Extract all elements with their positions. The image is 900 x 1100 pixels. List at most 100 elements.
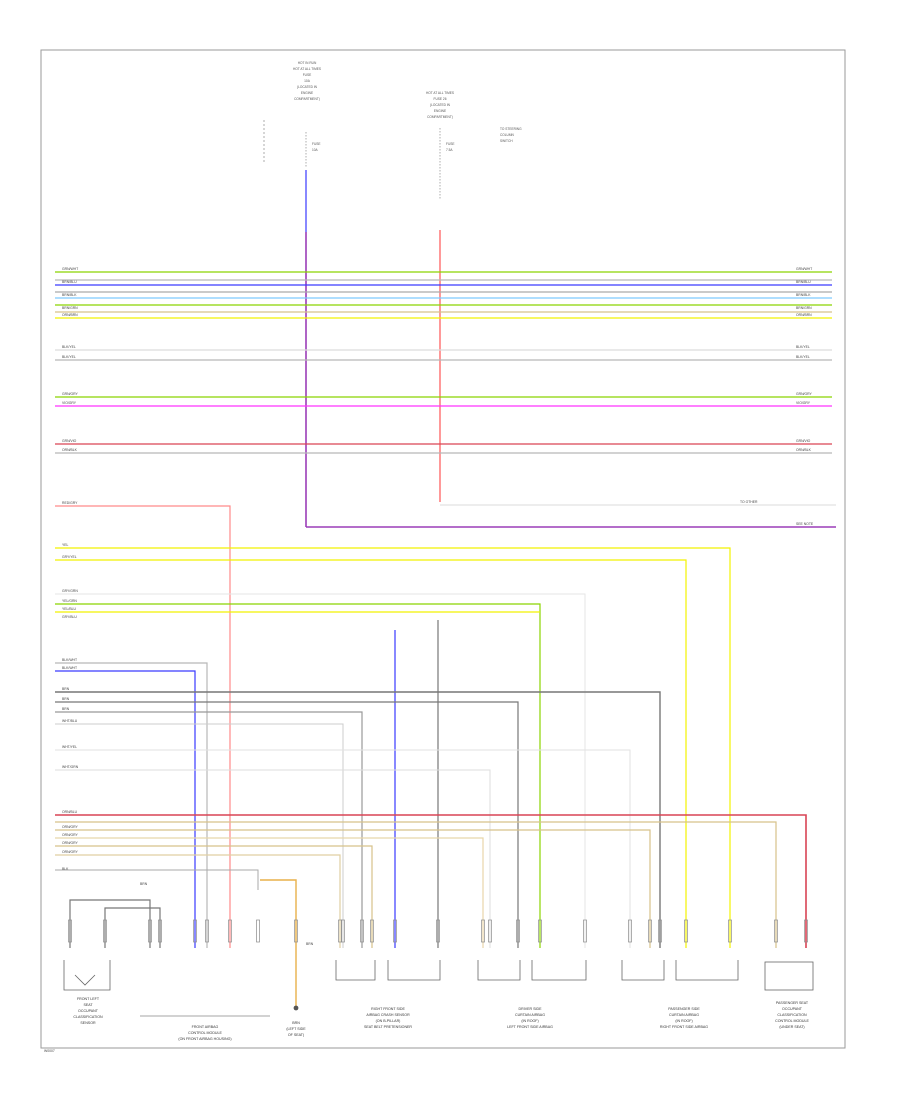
- wire-label-row19: BLK/WHT: [62, 658, 77, 662]
- fuse-note-right: TO STEERING COLUMN SWITCH: [500, 127, 522, 143]
- right-front-crash-sensor: RIGHT FRONT SIDE AIRBAG CRASH SENSOR (ON…: [335, 960, 441, 1029]
- to-other-label: TO OTHER: [740, 500, 758, 504]
- wire-label-row26: WHT/GRN: [62, 765, 79, 769]
- connector-pin: [516, 919, 520, 943]
- svg-text:OF SEAT): OF SEAT): [288, 1033, 304, 1037]
- svg-text:SEAT BELT PRETENSIONER: SEAT BELT PRETENSIONER: [364, 1025, 412, 1029]
- svg-text:SENSOR: SENSOR: [80, 1021, 96, 1025]
- wire-label-row9: VIO/GRY: [62, 401, 77, 405]
- svg-text:HOT AT ALL TIMES: HOT AT ALL TIMES: [426, 91, 454, 95]
- svg-text:7.5A: 7.5A: [446, 148, 453, 152]
- wire-label-row21: BRN: [62, 687, 70, 691]
- wire-label-row17: YEL/BLU: [62, 607, 76, 611]
- wire-label-row15: GRY/GRN: [62, 589, 78, 593]
- svg-text:RIGHT FRONT SIDE AIRBAG: RIGHT FRONT SIDE AIRBAG: [660, 1025, 708, 1029]
- svg-text:CLASSIFICATION: CLASSIFICATION: [777, 1013, 807, 1017]
- diagram-frame: [40, 49, 846, 1049]
- svg-text:COMPARTMENT): COMPARTMENT): [427, 115, 453, 119]
- svg-text:ENGINE: ENGINE: [301, 91, 313, 95]
- connector-pin: [436, 919, 440, 943]
- svg-text:10A: 10A: [304, 79, 311, 83]
- connector-pin: [684, 919, 688, 943]
- wire-label-r-row8: GRN/GRY: [796, 392, 813, 396]
- wire-label-row3: BRN/BLK: [62, 293, 77, 297]
- connector-pin: [804, 919, 808, 943]
- connector-pin: [728, 919, 732, 943]
- connector-pin: [68, 919, 72, 943]
- fuse-mid: FUSE 7.5A: [439, 128, 455, 200]
- see-note-label: SEE NOTE: [796, 522, 814, 526]
- wire-label-row11: ORN/BLK: [62, 448, 78, 452]
- svg-text:HOT IN RUN: HOT IN RUN: [298, 61, 317, 65]
- wire-label-r-row6: BLK/YEL: [796, 345, 810, 349]
- page-code: W0007: [44, 1049, 55, 1053]
- svg-text:FUSE: FUSE: [303, 73, 312, 77]
- connector-pin: [658, 919, 662, 943]
- wire-label-row31: ORN/GRY: [62, 850, 79, 854]
- wire-label-row4: BRN/GRN: [62, 306, 78, 310]
- connector-pin: [393, 919, 397, 943]
- svg-text:(UNDER SEAT): (UNDER SEAT): [779, 1025, 804, 1029]
- wire-label-row32: BLK: [62, 867, 69, 871]
- wire-label-row7: BLK/YEL: [62, 355, 76, 359]
- connector-pin: [481, 919, 485, 943]
- wire-label-row22: BRN: [62, 697, 70, 701]
- connector-pin: [583, 919, 587, 943]
- svg-text:PASSENGER SEAT: PASSENGER SEAT: [776, 1001, 809, 1005]
- svg-text:SWITCH: SWITCH: [500, 139, 513, 143]
- connector-pin: [360, 919, 364, 943]
- svg-text:CLASSIFICATION: CLASSIFICATION: [73, 1015, 103, 1019]
- wire-label-row14: GRY/YEL: [62, 555, 77, 559]
- svg-text:SEAT: SEAT: [83, 1003, 93, 1007]
- wire-label-r-row2: BRN/BLU: [796, 280, 811, 284]
- bus-group-4: [55, 443, 832, 454]
- svg-text:10A: 10A: [312, 148, 319, 152]
- bus-group-2: [55, 349, 832, 361]
- ground-point: BRN BRN (LEFT SIDE OF SEAT): [286, 942, 313, 1037]
- svg-text:PASSENGER SIDE: PASSENGER SIDE: [668, 1007, 700, 1011]
- wire-label-row28: ORN/GRY: [62, 825, 79, 829]
- wire-label-row8: GRN/GRY: [62, 392, 79, 396]
- wire-label-r-row5: ORN/BRN: [796, 313, 812, 317]
- svg-text:COMPARTMENT): COMPARTMENT): [294, 97, 320, 101]
- fuse-note-mid: HOT AT ALL TIMES FUSE 26 (LOCATED IN ENG…: [426, 91, 454, 119]
- svg-text:FUSE: FUSE: [312, 142, 321, 146]
- svg-text:(LOCATED IN: (LOCATED IN: [430, 103, 451, 107]
- connector-pin: [294, 919, 298, 943]
- connector-pin: [648, 919, 652, 943]
- svg-text:(ON FRONT AIRBAG HOUSING): (ON FRONT AIRBAG HOUSING): [178, 1037, 231, 1041]
- wire-label-row27: ORN/BLU: [62, 810, 78, 814]
- wire-label-row5: ORN/BRN: [62, 313, 78, 317]
- wire-label-row12: RED/GRY: [62, 501, 78, 505]
- wire-label-row13: YEL: [62, 543, 69, 547]
- svg-text:CONTROL MODULE: CONTROL MODULE: [775, 1019, 809, 1023]
- svg-text:FUSE 26: FUSE 26: [434, 97, 447, 101]
- seat-occupant-sensor: BRN FRONT LEFT SEAT OCCUPANT CLASSIFICAT…: [63, 882, 161, 1025]
- svg-text:LEFT FRONT SIDE AIRBAG: LEFT FRONT SIDE AIRBAG: [507, 1025, 553, 1029]
- connector-pin: [774, 919, 778, 943]
- connector-pin: [228, 919, 232, 943]
- svg-text:(LEFT SIDE: (LEFT SIDE: [286, 1027, 306, 1031]
- svg-text:FUSE: FUSE: [446, 142, 455, 146]
- svg-text:RIGHT FRONT SIDE: RIGHT FRONT SIDE: [371, 1007, 405, 1011]
- connector-pins: [68, 919, 808, 943]
- svg-text:COLUMN: COLUMN: [500, 133, 515, 137]
- wire-label-row18: GRY/BLU: [62, 615, 77, 619]
- passenger-curtain-airbag: PASSENGER SIDE CURTAIN AIRBAG (IN ROOF) …: [621, 960, 739, 1029]
- bus-group-3: [55, 396, 832, 407]
- lower-wires: [55, 505, 807, 1006]
- wire-label-r-row11: ORN/BLK: [796, 448, 812, 452]
- wire-label-row2: BRN/BLU: [62, 280, 77, 284]
- connector-pin: [341, 919, 345, 943]
- fuse-note-left: HOT IN RUN HOT AT ALL TIMES FUSE 10A (LO…: [293, 61, 321, 101]
- connector-pin: [256, 919, 260, 943]
- wire-label-row24: WHT/BLU: [62, 719, 78, 723]
- svg-text:DRIVER SIDE: DRIVER SIDE: [519, 1007, 543, 1011]
- wire-label-row29: ORN/GRY: [62, 833, 79, 837]
- connector-pin: [148, 919, 152, 943]
- wire-label-row23: BRN: [62, 707, 70, 711]
- wire-label-r-row9: VIO/GRY: [796, 401, 811, 405]
- svg-text:(IN ROOF): (IN ROOF): [521, 1019, 538, 1023]
- svg-text:ENGINE: ENGINE: [434, 109, 446, 113]
